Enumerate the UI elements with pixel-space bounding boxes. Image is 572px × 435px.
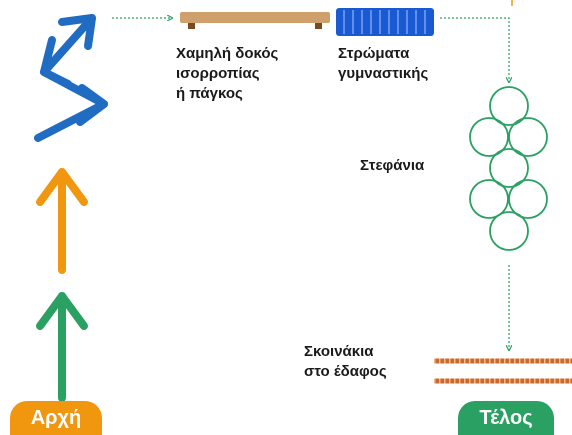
hoops-label-line: Στεφάνια (360, 157, 425, 174)
hoops-label: Στεφάνια (360, 156, 424, 176)
balance-beam-icon (180, 12, 330, 29)
up-arrow-icon (36, 292, 88, 402)
beam-label: Χαμηλή δοκός ισορροπίας ή πάγκος (176, 44, 278, 104)
rope-icon (434, 358, 572, 384)
start-badge: Αρχή (10, 401, 102, 435)
beam-label-line: ισορροπίας (176, 65, 260, 82)
mats-label-line: Στρώματα (338, 45, 410, 62)
ropes-label: Σκοινάκια στο έδαφος (304, 342, 387, 382)
zigzag-arrow-icon (34, 14, 108, 142)
end-badge: Τέλος (458, 401, 554, 435)
hoop-icon (469, 86, 548, 251)
dotted-path-arrow (440, 17, 509, 82)
beam-label-line: Χαμηλή δοκός (176, 45, 279, 62)
up-arrow-icon (36, 168, 88, 274)
ropes-label-line: στο έδαφος (304, 363, 387, 380)
mats-label-line: γυμναστικής (338, 65, 429, 82)
gym-mat-icon (336, 8, 434, 36)
ropes-label-line: Σκοινάκια (304, 343, 374, 360)
beam-label-line: ή πάγκος (176, 85, 243, 102)
mats-label: Στρώματα γυμναστικής (338, 44, 428, 84)
